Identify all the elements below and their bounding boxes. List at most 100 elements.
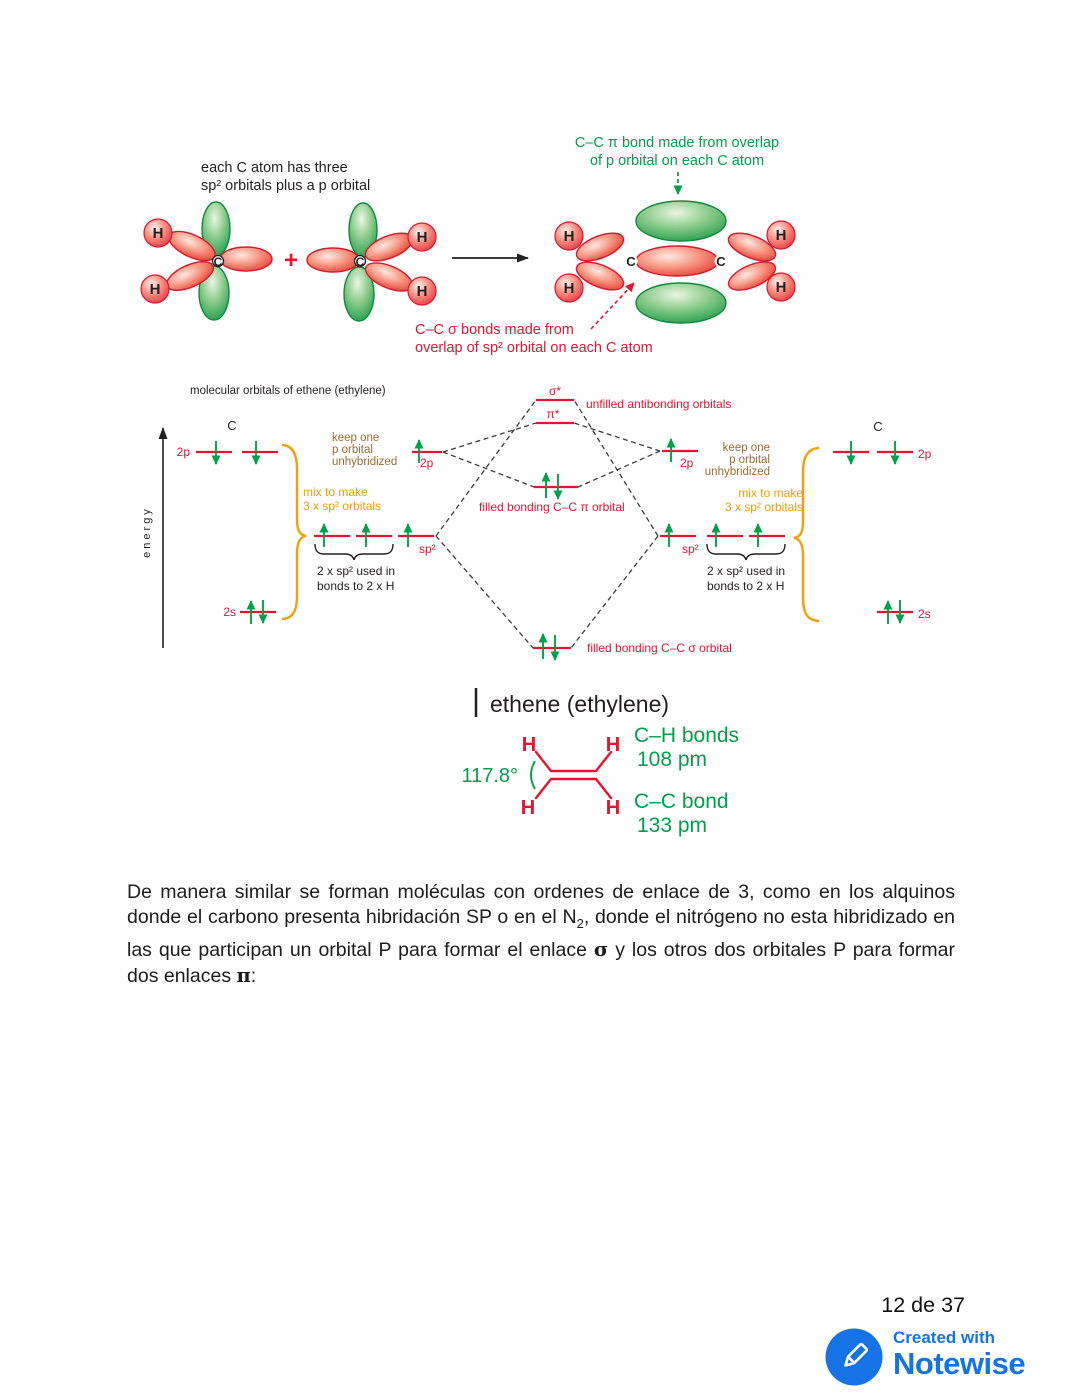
ch-lobe: [727, 232, 777, 262]
right-mix-note: mix to make 3 x sp² orbitals: [725, 486, 803, 514]
logo-circle: [825, 1328, 883, 1386]
figure-canvas: each C atom has three sp² orbitals plus …: [140, 135, 932, 837]
h-atom-sphere: [554, 273, 584, 303]
h-label: H: [776, 227, 787, 244]
bond-angle-value: 117.8°: [461, 765, 518, 787]
correlation-lines: [435, 399, 661, 649]
mix-line1: mix to make: [738, 486, 803, 500]
reactant-fragment-right: H H C: [306, 202, 437, 322]
keep-line1: keep one: [332, 432, 379, 444]
h-atom-sphere: [407, 276, 437, 306]
paragraph-segment: , donde el nitrógeno no esta hibridizado…: [127, 906, 955, 961]
mix-line2: 3 x sp² orbitals: [725, 500, 803, 514]
h-atom-sphere: [143, 218, 173, 248]
pi-symbol: π: [236, 964, 251, 988]
left-keep-one-note: keep one p orbital unhybridized: [332, 432, 397, 468]
h-label: H: [521, 797, 535, 819]
ch-bond-label: C–H bonds: [634, 724, 739, 747]
top-orbital-reaction-diagram: each C atom has three sp² orbitals plus …: [140, 135, 796, 356]
paragraph-segment: :: [250, 965, 257, 988]
pi-bond-upper-lobe: [635, 200, 727, 242]
pi-star-label: π*: [547, 407, 560, 421]
h-label: H: [417, 283, 428, 300]
c-label: C: [716, 254, 726, 269]
h-atom-sphere: [766, 220, 796, 250]
right-keep-one-note: keep one p orbital unhybridized: [705, 442, 770, 478]
h-label: H: [417, 229, 428, 246]
h-label: H: [153, 225, 164, 242]
pi-annotation-line2: of p orbital on each C atom: [590, 153, 764, 169]
left-2p-label: 2p: [177, 445, 191, 459]
sigma-bond-lobe: [635, 245, 719, 277]
carbon-halo: [624, 254, 638, 268]
caption-line2: sp² orbitals plus a p orbital: [201, 178, 370, 194]
keep-line3: unhybridized: [332, 456, 397, 468]
sigma-symbol: σ: [593, 937, 609, 961]
carbon-center: [353, 254, 367, 268]
product-ethene-orbitals: C C H H H H: [554, 200, 796, 324]
h-label: H: [776, 279, 787, 296]
mo-energy-diagram: molecular orbitals of ethene (ethylene) …: [141, 384, 932, 661]
sigma-bond-annotation: C–C σ bonds made from overlap of sp² orb…: [415, 282, 653, 356]
sigma-annotation-arrow: [590, 282, 635, 330]
used-line1: 2 x sp² used in: [317, 564, 395, 578]
c-label: C: [356, 255, 365, 269]
h-atom-sphere: [554, 221, 584, 251]
plus-sign: +: [284, 247, 298, 274]
right-underbrace: [706, 543, 786, 561]
right-carbon-label: C: [873, 419, 882, 434]
right-2p-label: 2p: [918, 447, 932, 461]
h-atom-sphere: [140, 274, 170, 304]
caption-line1: each C atom has three: [201, 160, 348, 176]
left-underbrace: [314, 543, 394, 561]
ch-lobe: [575, 261, 625, 291]
h-label: H: [522, 734, 536, 756]
c-label: C: [626, 254, 636, 269]
keep-line1: keep one: [723, 442, 770, 454]
ch-lobe: [575, 232, 625, 262]
ch-bond-length: 108 pm: [637, 748, 707, 771]
left-sp2-label: sp²: [419, 542, 436, 556]
page-number: 12 de 37: [881, 1293, 965, 1317]
mix-line2: 3 x sp² orbitals: [303, 499, 381, 513]
c-label: C: [214, 255, 223, 269]
sigma-annotation-line2: overlap of sp² orbital on each C atom: [415, 340, 653, 356]
pi-bond-lower-lobe: [635, 282, 727, 324]
pencil-icon: [844, 1342, 869, 1367]
ethene-title: ethene (ethylene): [490, 691, 669, 717]
left-mixing-brace: [281, 443, 307, 621]
sigma-star-label: σ*: [549, 384, 561, 398]
keep-line3: unhybridized: [705, 466, 770, 478]
h-label: H: [564, 228, 575, 245]
energy-axis-label: energy: [141, 506, 153, 558]
paragraph-segment: De manera similar se forman moléculas co…: [127, 880, 955, 929]
notewise-logo: [825, 1328, 883, 1386]
h-label: H: [150, 281, 161, 298]
electron-arrows: [211, 438, 905, 661]
h-atom-sphere: [407, 222, 437, 252]
ch-lobe: [727, 261, 777, 291]
pi-annotation-line1: C–C π bond made from overlap: [575, 135, 779, 151]
sigma-annotation-line1: C–C σ bonds made from: [415, 322, 574, 338]
right-mixing-brace: [793, 446, 820, 623]
carbon-center: [211, 254, 225, 268]
right-sp2-label: sp²: [682, 542, 699, 556]
carbon-halo: [714, 254, 728, 268]
h-label: H: [606, 797, 620, 819]
unfilled-antibonding-label: unfilled antibonding orbitals: [586, 397, 731, 411]
right-unhybridized-2p-label: 2p: [680, 456, 694, 470]
sp2-lobe-left: [306, 247, 360, 273]
right-2s-label: 2s: [918, 607, 931, 621]
left-2s-label: 2s: [223, 605, 236, 619]
ethene-geometry-figure: ethene (ethylene) H H H H 117.8° C–H bon…: [461, 688, 739, 837]
subscript-2: 2: [576, 915, 584, 931]
left-unhybridized-2p-label: 2p: [420, 456, 434, 470]
h-atom-sphere: [766, 272, 796, 302]
keep-line2: p orbital: [729, 454, 770, 466]
left-mix-note: mix to make 3 x sp² orbitals: [303, 485, 381, 513]
top-caption: each C atom has three sp² orbitals plus …: [201, 160, 370, 194]
brand-name: Notewise: [893, 1346, 1026, 1381]
h-label: H: [606, 734, 620, 756]
sp2-lobe-right: [219, 246, 273, 272]
